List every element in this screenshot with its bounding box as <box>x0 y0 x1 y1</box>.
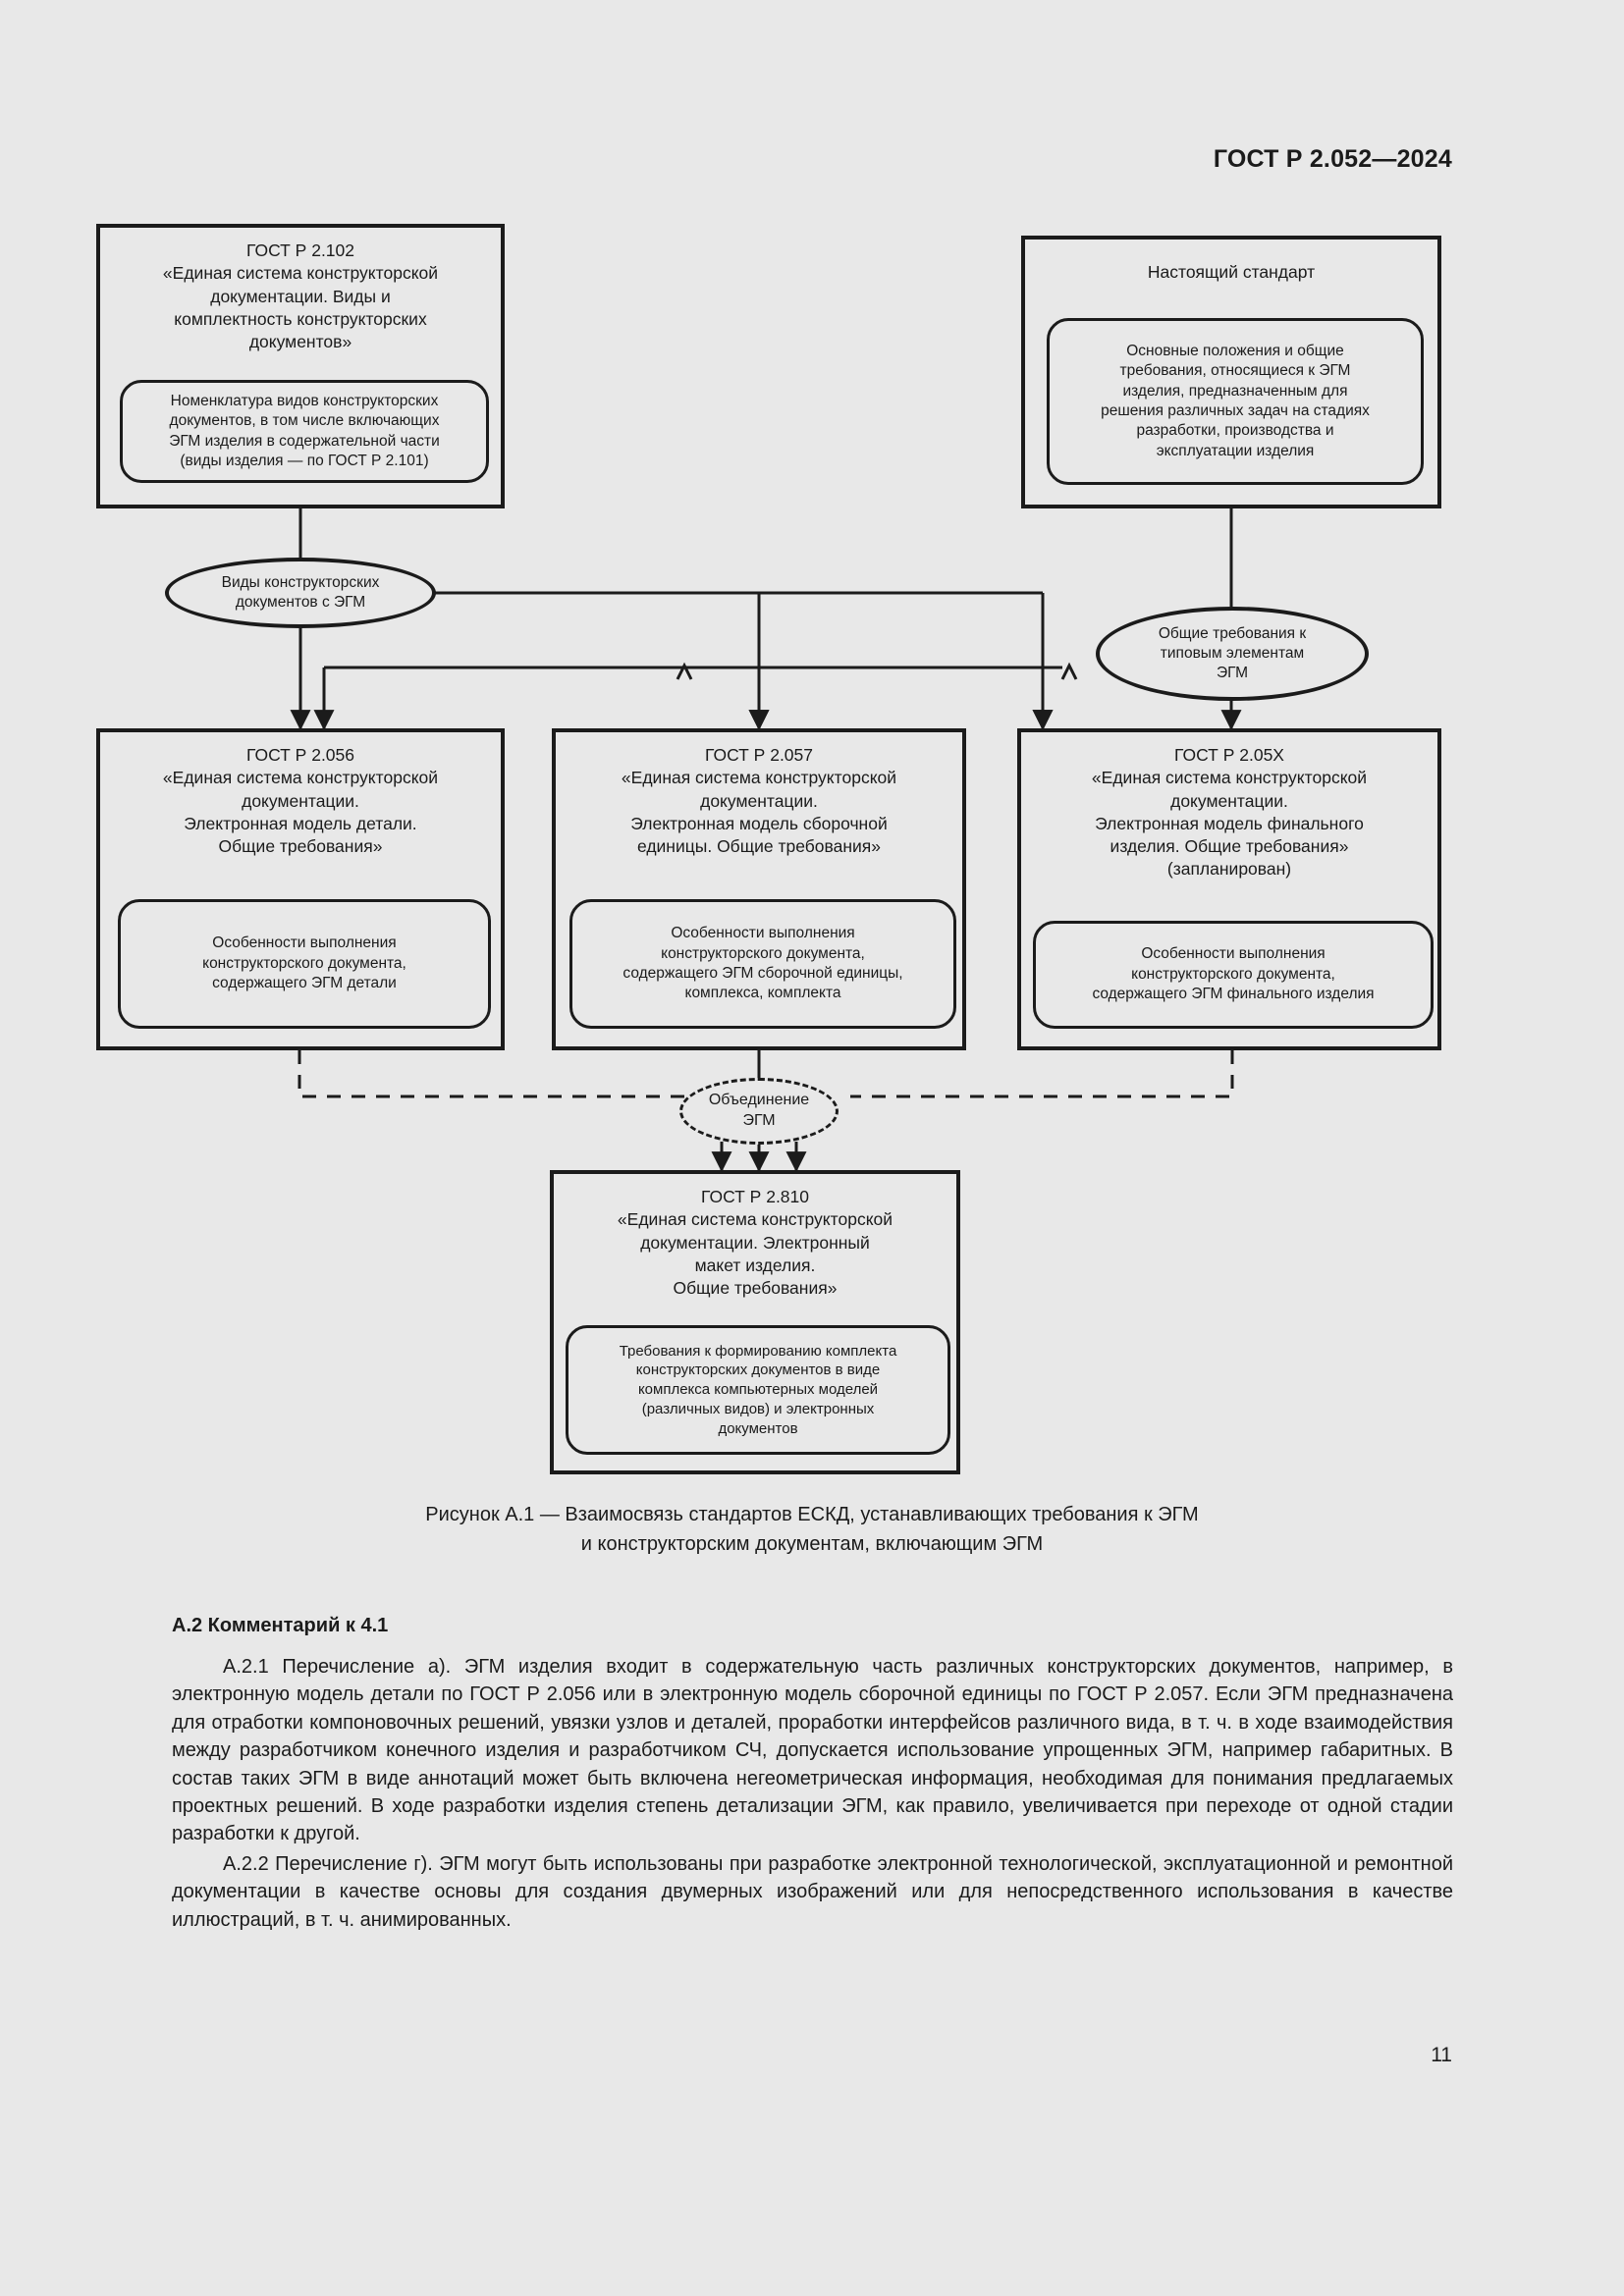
node-current-standard-inner: Основные положения и общие требования, о… <box>1047 318 1424 485</box>
page-number: 11 <box>1431 2044 1452 2066</box>
figure-caption: Рисунок А.1 — Взаимосвязь стандартов ЕСК… <box>425 1504 1199 1555</box>
section-a2-heading: А.2 Комментарий к 4.1 <box>172 1615 389 1636</box>
node-current-standard-title: Настоящий стандарт <box>1147 262 1316 282</box>
node-gost-2102-title: ГОСТ Р 2.102 «Единая система конструктор… <box>162 240 439 352</box>
node-gost-205x: ГОСТ Р 2.05Х «Единая система конструктор… <box>1017 728 1441 1050</box>
ellipse-general-requirements: Общие требования к типовым элементам ЭГМ <box>1096 607 1369 701</box>
node-gost-2810-inner: Требования к формированию комплекта конс… <box>566 1325 950 1455</box>
section-a2: А.2 Комментарий к 4.1 А.2.1 Перечисление… <box>172 1615 1453 1934</box>
node-current-standard: Настоящий стандарт Основные положения и … <box>1021 236 1441 508</box>
paragraph-a22: А.2.2 Перечисление г). ЭГМ могут быть ис… <box>172 1852 1453 1931</box>
node-gost-2057: ГОСТ Р 2.057 «Единая система конструктор… <box>552 728 966 1050</box>
node-gost-205x-title: ГОСТ Р 2.05Х «Единая система конструктор… <box>1091 745 1368 880</box>
node-gost-2810-title: ГОСТ Р 2.810 «Единая система конструктор… <box>617 1187 893 1299</box>
node-gost-2056-inner: Особенности выполнения конструкторского … <box>118 899 491 1029</box>
ellipse-egm-union: Объединение ЭГМ <box>679 1078 839 1145</box>
node-gost-2810: ГОСТ Р 2.810 «Единая система конструктор… <box>550 1170 960 1474</box>
node-gost-2056: ГОСТ Р 2.056 «Единая система конструктор… <box>96 728 505 1050</box>
figure-connectors <box>290 508 1242 1173</box>
node-gost-2102-inner: Номенклатура видов конструкторских докум… <box>120 380 489 483</box>
figure-a1: ГОСТ Р 2.102 «Единая система конструктор… <box>96 224 1441 1474</box>
node-gost-2057-title: ГОСТ Р 2.057 «Единая система конструктор… <box>621 745 897 857</box>
document-header-standard-number: ГОСТ Р 2.052—2024 <box>1213 145 1452 173</box>
ellipse-document-types: Виды конструкторских документов с ЭГМ <box>165 558 436 628</box>
node-gost-2057-inner: Особенности выполнения конструкторского … <box>569 899 956 1029</box>
paragraph-a21: А.2.1 Перечисление а). ЭГМ изделия входи… <box>172 1656 1453 1845</box>
node-gost-2102: ГОСТ Р 2.102 «Единая система конструктор… <box>96 224 505 508</box>
node-gost-2056-title: ГОСТ Р 2.056 «Единая система конструктор… <box>162 745 439 857</box>
node-gost-205x-inner: Особенности выполнения конструкторского … <box>1033 921 1434 1029</box>
